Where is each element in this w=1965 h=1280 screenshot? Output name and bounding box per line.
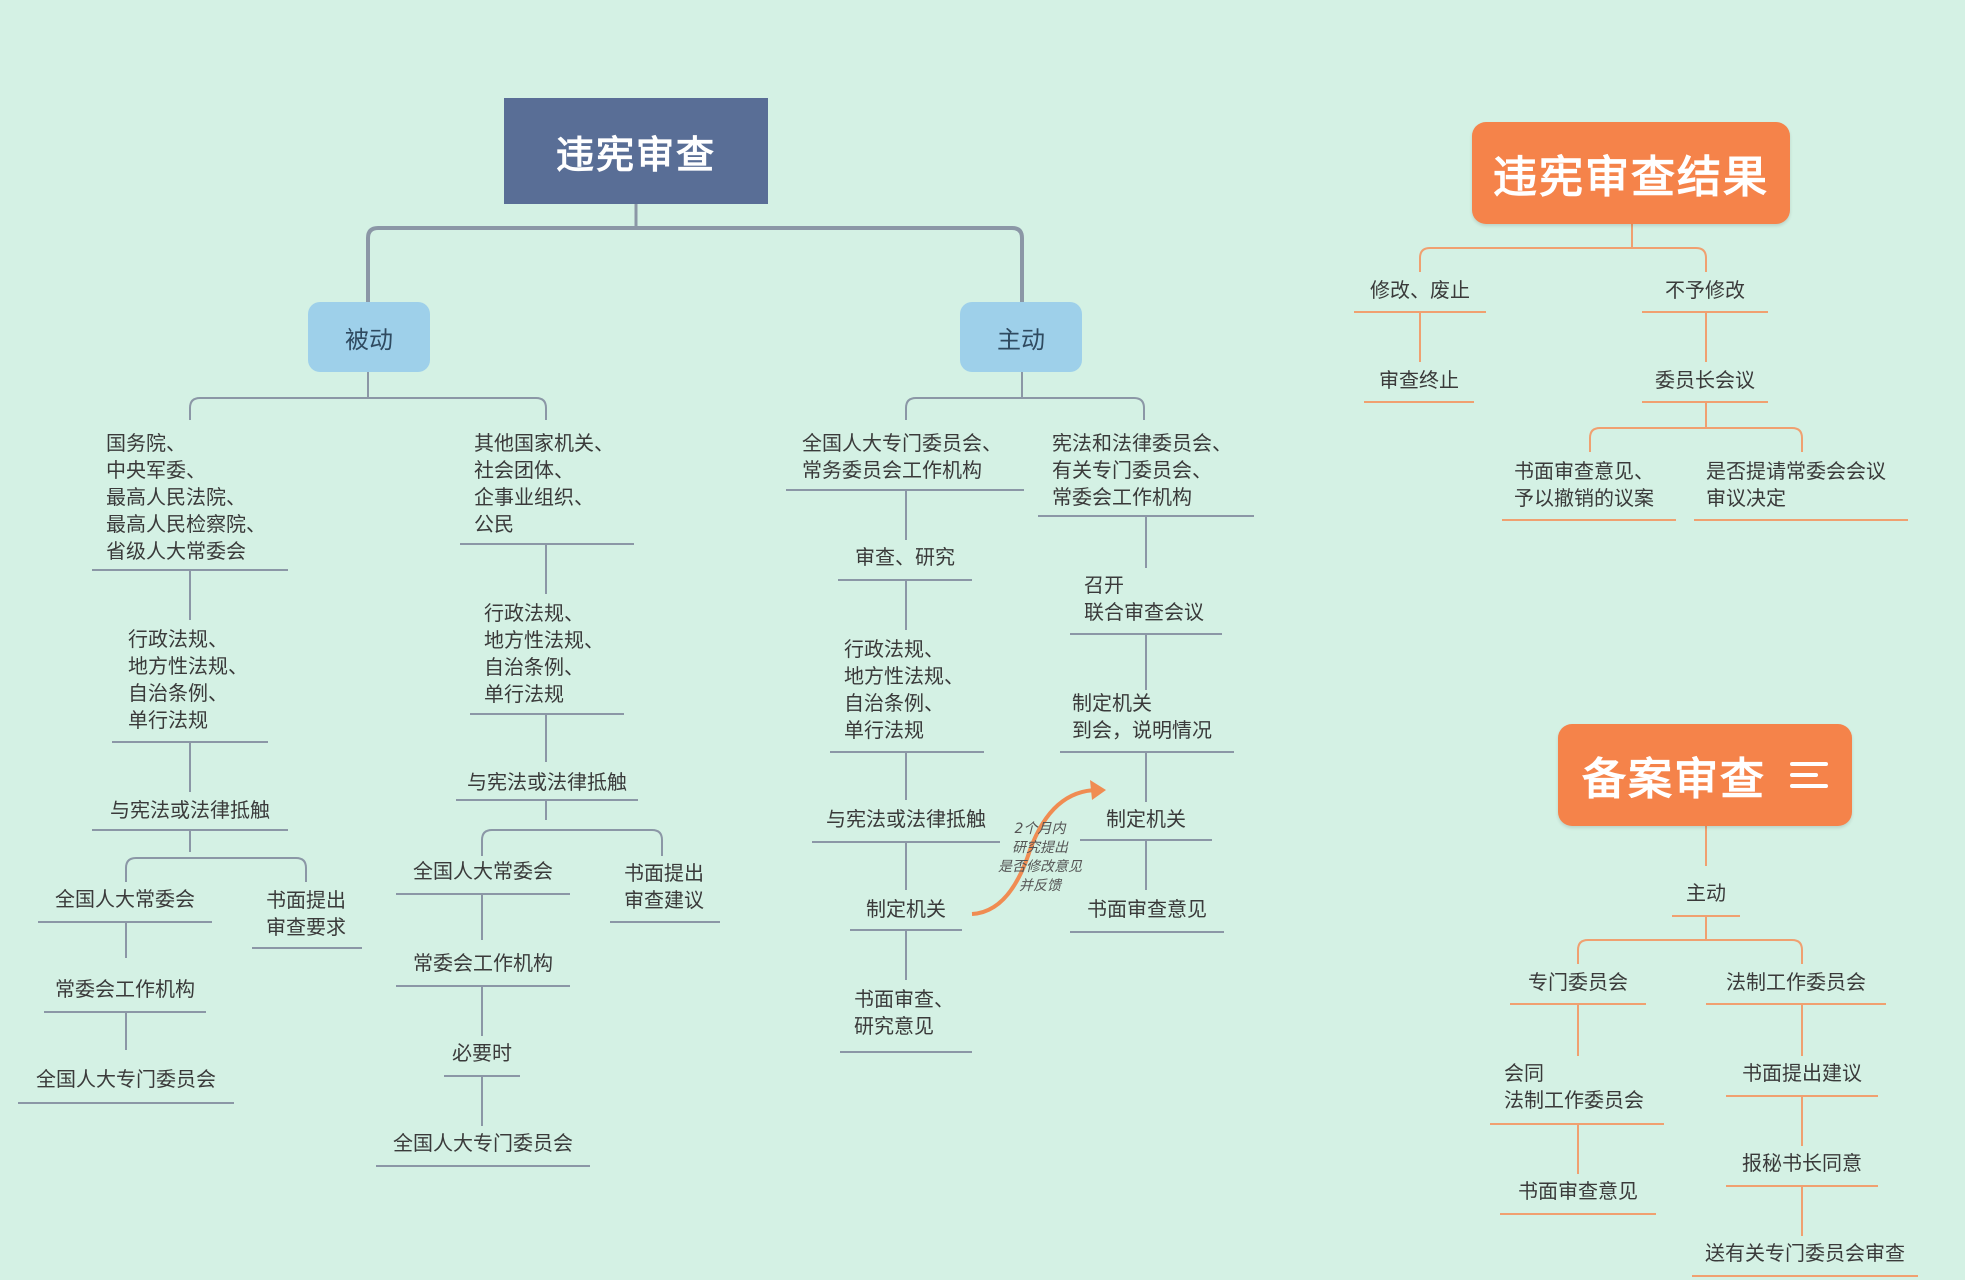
active-right-maker: 制定机关 [1106,807,1186,831]
filing-suggest: 书面提出建议 [1742,1061,1862,1085]
filing-joint: 会同 法制工作委员会 [1504,1061,1644,1112]
result-chairmen: 委员长会议 [1655,368,1755,392]
active-right-subject: 宪法和法律委员会、 有关专门委员会、 常委会工作机构 [1052,431,1232,509]
filing-node-title: 备案审查 [1558,724,1852,826]
menu-icon[interactable] [1790,760,1828,790]
passive-left-npcsc: 全国人大常委会 [55,887,195,911]
passive-left-committee: 全国人大专门委员会 [36,1067,216,1091]
result-decide: 是否提请常委会会议 审议决定 [1706,459,1886,510]
result-no-amend: 不予修改 [1665,278,1745,302]
active-right-opinion: 书面审查意见 [1087,897,1207,921]
active-left-review: 审查、研究 [855,545,955,569]
active-right-attend: 制定机关 到会，说明情况 [1072,691,1212,742]
passive-right-when: 必要时 [452,1041,512,1065]
passive-right-committee: 全国人大专门委员会 [393,1131,573,1155]
filing-title-text: 备案审查 [1582,754,1766,805]
filing-secretary: 报秘书长同意 [1742,1151,1862,1175]
passive-left-conflict: 与宪法或法律抵触 [110,798,270,822]
passive-left-office: 常委会工作机构 [55,977,195,1001]
filing-legal: 法制工作委员会 [1726,970,1866,994]
passive-left-subject: 国务院、 中央军委、 最高人民法院、 最高人民检察院、 省级人大常委会 [106,431,266,563]
active-left-opinion: 书面审查、 研究意见 [854,987,954,1038]
passive-right-conflict: 与宪法或法律抵触 [467,770,627,794]
passive-left-laws: 行政法规、 地方性法规、 自治条例、 单行法规 [128,627,248,732]
filing-opinion: 书面审查意见 [1518,1179,1638,1203]
filing-send: 送有关专门委员会审查 [1705,1241,1905,1265]
result-amend: 修改、废止 [1370,278,1470,302]
passive-left-written: 书面提出 审查要求 [266,888,346,939]
active-left-laws: 行政法规、 地方性法规、 自治条例、 单行法规 [844,637,964,742]
active-right-meeting: 召开 联合审查会议 [1084,573,1204,624]
result-terminate: 审查终止 [1379,368,1459,392]
passive-right-laws: 行政法规、 地方性法规、 自治条例、 单行法规 [484,601,604,706]
active-left-conflict: 与宪法或法律抵触 [826,807,986,831]
root-node-title: 违宪审查 [504,98,768,204]
result-revoke: 书面审查意见、 予以撤销的议案 [1514,459,1654,510]
active-left-maker: 制定机关 [866,897,946,921]
result-node-title: 违宪审查结果 [1472,122,1790,224]
passive-right-office: 常委会工作机构 [413,951,553,975]
passive-right-written: 书面提出 审查建议 [624,861,704,912]
filing-active: 主动 [1686,881,1726,905]
passive-right-npcsc: 全国人大常委会 [413,859,553,883]
active-left-subject: 全国人大专门委员会、 常务委员会工作机构 [802,431,1002,482]
passive-node: 被动 [308,302,430,372]
active-feedback-note: 2个月内 研究提出 是否修改意见 并反馈 [998,821,1082,894]
active-node: 主动 [960,302,1082,372]
filing-special: 专门委员会 [1528,970,1628,994]
passive-right-subject: 其他国家机关、 社会团体、 企事业组织、 公民 [474,431,614,536]
